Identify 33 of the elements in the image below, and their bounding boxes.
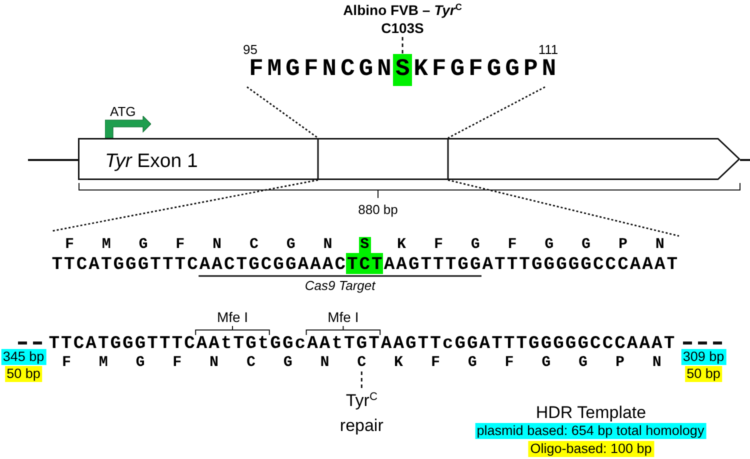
length-highlight: 309 bp — [680, 349, 726, 365]
amino-acid-row: K F G F G G P N — [394, 355, 662, 371]
amino-acid-row: F M G F N C G N — [64, 237, 332, 253]
target-label: Cas9 Target — [304, 278, 376, 293]
peptide-sequence: KFGFGGPN — [412, 55, 560, 85]
dna-sequence: TTCATGGGTTTCAAtTGtGGcAAtTGTAAGTTcGGATTTGGGGGCCCAAAT — [48, 335, 676, 353]
template-highlight: Oligo-based: 100 bp — [528, 441, 654, 457]
residue-number: 111 — [538, 43, 558, 57]
exon-label: Tyr Exon 1 — [105, 150, 198, 172]
enzyme-label: Mfe I — [328, 309, 359, 325]
length-highlight: 345 bp — [0, 349, 46, 365]
mutation-label: C103S — [380, 19, 425, 37]
length-highlight: 50 bp — [684, 366, 722, 382]
template-title: HDR Template — [536, 403, 646, 422]
start-codon-label: ATG — [110, 104, 136, 119]
repair-label: Tyr$^{C}$ repair — [330, 388, 393, 438]
mutation-heading: Albino FVB – Tyr$^{C}$ — [343, 1, 462, 19]
highlighted-residue: S — [358, 237, 371, 253]
leader-line — [402, 37, 404, 54]
length-highlight: 50 bp — [4, 366, 42, 382]
dna-sequence: AAGTTTGGATTTGGGGGCCCAAAT — [383, 256, 680, 274]
highlighted-codon: TCT — [346, 253, 384, 274]
length-label: 880 bp — [358, 202, 398, 217]
template-highlight: plasmid based: 654 bp total homology — [474, 423, 706, 439]
leader-line — [360, 371, 362, 388]
peptide-sequence: FMGFNCGN — [248, 55, 396, 85]
dna-sequence: TTCATGGGTTTCAACTGCGGAAAC — [51, 256, 347, 274]
enzyme-label: Mfe I — [216, 309, 248, 325]
amino-acid-row: K F G F G G P N — [397, 237, 664, 253]
amino-acid-row: F M G F N C G N — [62, 355, 330, 371]
residue-number: 95 — [243, 43, 258, 57]
residue-letter: C — [357, 355, 366, 371]
highlighted-residue: S — [393, 54, 412, 86]
